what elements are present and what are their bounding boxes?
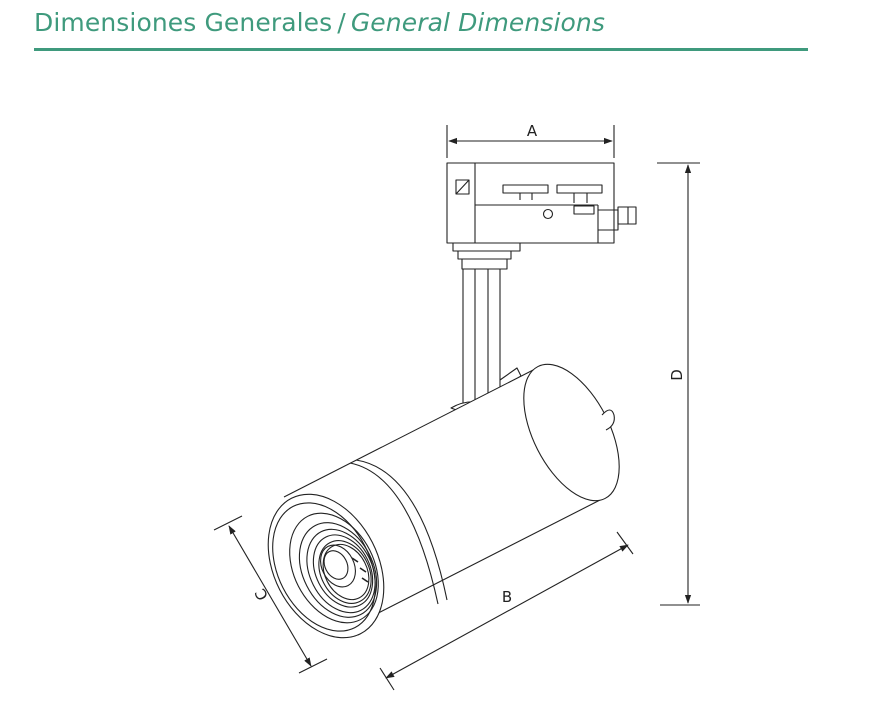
dimension-a [446,125,615,158]
title-spanish: Dimensiones Generales [34,8,333,37]
dimension-b [379,531,634,691]
page-header: Dimensiones Generales/General Dimensions [34,8,808,37]
track-adapter [446,162,637,270]
title-separator: / [337,8,346,37]
label-c: C [251,585,272,603]
dimension-d [657,162,700,606]
label-a: A [527,122,538,140]
label-b: B [502,588,512,606]
page-title: Dimensiones Generales/General Dimensions [34,8,808,37]
label-d: D [668,369,686,381]
title-underline [34,48,808,51]
dimension-c [213,515,328,674]
title-english: General Dimensions [350,8,605,37]
